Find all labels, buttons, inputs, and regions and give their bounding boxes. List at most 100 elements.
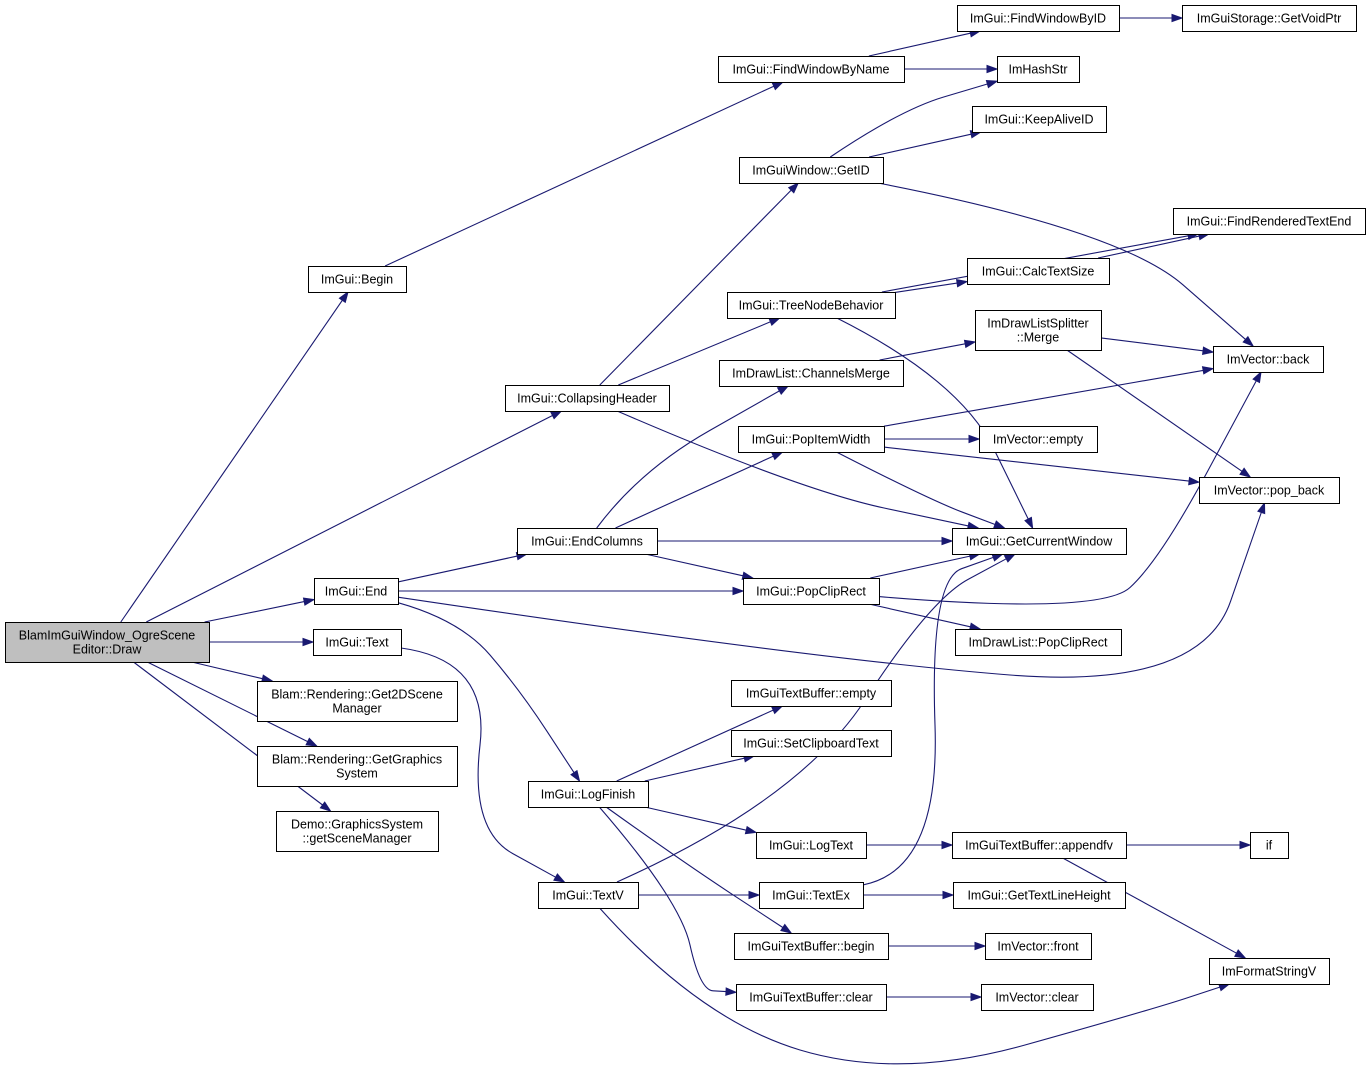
node-tbclear[interactable]: ImGuiTextBuffer::clear [736, 984, 887, 1011]
node-box [955, 629, 1122, 656]
node-findbyid[interactable]: ImGui::FindWindowByID [957, 5, 1120, 32]
node-box [538, 882, 639, 909]
arrowhead [319, 801, 332, 812]
node-label: ImGuiTextBuffer::clear [749, 991, 872, 1005]
node-box [967, 258, 1110, 285]
arrowhead [1201, 366, 1215, 375]
node-treenode[interactable]: ImGui::TreeNodeBehavior [727, 292, 896, 319]
node-tbempty[interactable]: ImGuiTextBuffer::empty [731, 680, 892, 707]
edge-line [862, 556, 994, 886]
node-demo[interactable]: Demo::GraphicsSystem::getSceneManager [276, 811, 439, 852]
node-channels[interactable]: ImDrawList::ChannelsMerge [719, 360, 904, 387]
node-label: ImVector::front [997, 940, 1079, 954]
node-getid[interactable]: ImGuiWindow::GetID [739, 157, 884, 184]
node-if[interactable]: if [1250, 832, 1289, 859]
node-box [257, 681, 458, 722]
edge-splitter-to-vback [1100, 337, 1215, 356]
node-keepalive[interactable]: ImGui::KeepAliveID [972, 106, 1107, 133]
node-popclip[interactable]: ImGui::PopClipRect [743, 578, 880, 605]
node-endcols[interactable]: ImGui::EndColumns [517, 528, 658, 555]
node-tbbegin[interactable]: ImGuiTextBuffer::begin [734, 933, 889, 960]
arrowhead [941, 840, 954, 850]
edge-findbyname-to-findbyid [868, 29, 982, 57]
node-splitter[interactable]: ImDrawListSplitter::Merge [975, 310, 1102, 351]
node-dlpopclip[interactable]: ImDrawList::PopClipRect [955, 629, 1122, 656]
arrowhead [748, 890, 761, 900]
node-getvoidptr[interactable]: ImGuiStorage::GetVoidPtr [1182, 5, 1357, 32]
node-begin[interactable]: ImGui::Begin [308, 266, 407, 293]
node-label: ImGui::End [325, 585, 388, 599]
node-label: ImVector::back [1227, 353, 1310, 367]
node-end[interactable]: ImGui::End [314, 578, 399, 605]
node-label: ImGui::LogText [769, 839, 854, 853]
node-label: ImFormatStringV [1222, 965, 1317, 979]
node-vback[interactable]: ImVector::back [1213, 346, 1324, 373]
edge-line [836, 451, 996, 526]
node-box [308, 266, 407, 293]
edge-begin-to-findbyname [384, 81, 785, 267]
edge-end-to-vpopback [397, 501, 1266, 678]
node-vfront[interactable]: ImVector::front [985, 933, 1092, 960]
node-label: ImGui::EndColumns [531, 535, 643, 549]
edge-line [397, 555, 518, 583]
arrowhead [780, 923, 793, 934]
node-label: ImGui::PopClipRect [756, 585, 866, 599]
node-text[interactable]: ImGui::Text [313, 629, 402, 656]
node-appendfv[interactable]: ImGuiTextBuffer::appendfv [952, 832, 1127, 859]
node-box [505, 385, 670, 412]
arrowhead [1003, 553, 1017, 563]
node-collapsing[interactable]: ImGui::CollapsingHeader [505, 385, 670, 412]
node-findbyname[interactable]: ImGui::FindWindowByName [718, 56, 905, 83]
arrowhead [771, 81, 785, 91]
edge-findbyname-to-hashstr [904, 64, 999, 74]
node-box [997, 56, 1080, 83]
node-label: Demo::GraphicsSystem [291, 818, 423, 832]
edge-getid-to-hashstr [829, 80, 999, 158]
node-setclip[interactable]: ImGui::SetClipboardText [731, 730, 892, 757]
edge-line [645, 553, 744, 577]
node-getcur[interactable]: ImGui::GetCurrentWindow [952, 528, 1127, 555]
edge-popitem-to-vpopback [883, 446, 1201, 486]
node-calctext[interactable]: ImGui::CalcTextSize [967, 258, 1110, 285]
node-label: ImGui::SetClipboardText [743, 737, 879, 751]
arrowhead [993, 520, 1006, 529]
edge-line [870, 555, 971, 579]
node-hashstr[interactable]: ImHashStr [997, 56, 1080, 83]
node-box [1250, 832, 1289, 859]
node-label: if [1266, 839, 1273, 853]
node-label: ImDrawList::PopClipRect [969, 636, 1108, 650]
node-logfinish[interactable]: ImGui::LogFinish [528, 781, 649, 808]
arrowhead [338, 290, 349, 304]
arrowhead [985, 80, 999, 89]
edge-collapsing-to-treenode [618, 317, 782, 386]
node-vclear[interactable]: ImVector::clear [981, 984, 1094, 1011]
node-vempty[interactable]: ImVector::empty [979, 426, 1098, 453]
node-box [1213, 346, 1324, 373]
node-box [759, 882, 864, 909]
node-label: ImGui::FindWindowByID [970, 12, 1106, 26]
edge-endcols-to-popitem [615, 451, 784, 529]
node-box [952, 832, 1127, 859]
node-findrendered[interactable]: ImGui::FindRenderedTextEnd [1173, 208, 1366, 235]
node-box [756, 832, 867, 859]
node-label: ImGui::GetTextLineHeight [967, 889, 1111, 903]
edge-popclip-to-vback [878, 370, 1262, 605]
node-label: ImGui::TextEx [772, 889, 851, 903]
node-label: ImGui::PopItemWidth [752, 433, 871, 447]
node-textex[interactable]: ImGui::TextEx [759, 882, 864, 909]
node-lineheight[interactable]: ImGui::GetTextLineHeight [953, 882, 1126, 909]
arrowhead [570, 769, 581, 783]
node-textv[interactable]: ImGui::TextV [538, 882, 639, 909]
node-vpopback[interactable]: ImVector::pop_back [1199, 477, 1340, 504]
edge-line [400, 647, 556, 878]
arrowhead [725, 987, 738, 996]
node-formatv[interactable]: ImFormatStringV [1209, 958, 1330, 985]
node-logtext[interactable]: ImGui::LogText [756, 832, 867, 859]
edge-textv-to-formatv [599, 907, 1231, 1065]
node-popitem[interactable]: ImGui::PopItemWidth [738, 426, 885, 453]
node-box [257, 746, 458, 787]
arrowhead [974, 941, 987, 951]
